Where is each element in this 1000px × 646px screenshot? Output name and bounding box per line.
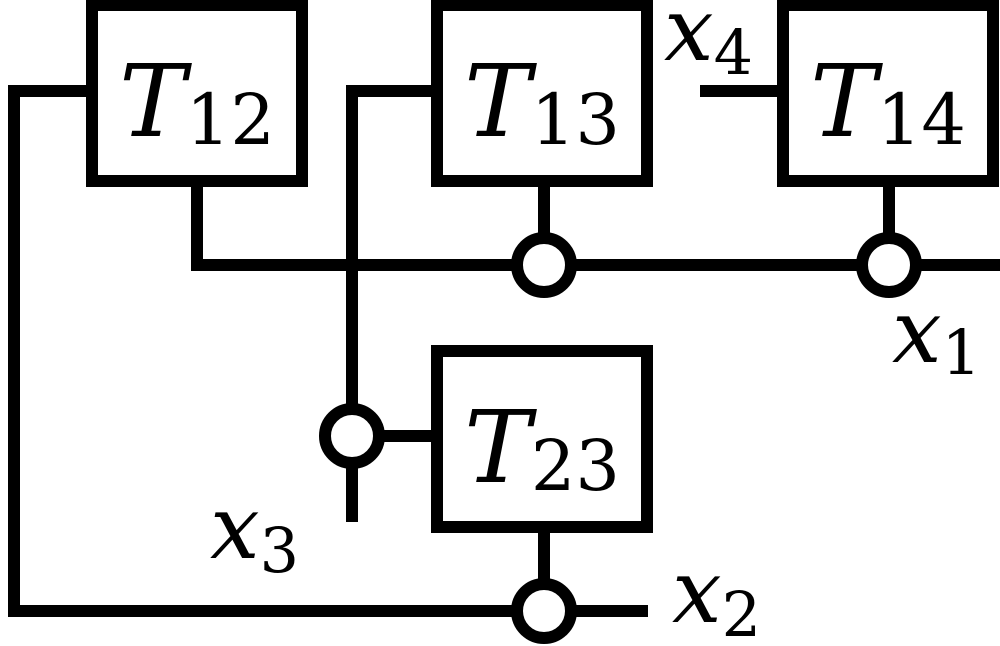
label-x3-symbol: x [210, 476, 260, 579]
label-t23: T23 [464, 389, 620, 507]
node-t23-x2 [511, 578, 577, 644]
nodes [319, 232, 922, 644]
label-t13: T13 [464, 43, 620, 161]
label-t14: T14 [810, 43, 966, 161]
label-t14-subscript: 14 [877, 79, 966, 161]
label-t12-subscript: 12 [186, 79, 275, 161]
node-t23-x3 [319, 403, 385, 469]
wire-x2 [8, 85, 648, 617]
label-x4-symbol: x [664, 0, 714, 81]
label-x2-symbol: x [672, 540, 722, 643]
label-t12: T12 [119, 43, 275, 161]
label-t23-subscript: 23 [531, 425, 620, 507]
wire-labels: x1 x2 x3 x4 [210, 0, 981, 646]
wires [8, 85, 1000, 617]
label-t13-subscript: 13 [531, 79, 620, 161]
label-x2: x2 [672, 540, 761, 646]
label-x2-subscript: 2 [722, 578, 761, 646]
label-t12-symbol: T [119, 43, 192, 160]
box-labels: T12 T13 T14 T23 [119, 43, 966, 507]
label-x4-subscript: 4 [714, 16, 753, 89]
label-t23-symbol: T [464, 389, 537, 506]
label-x1-symbol: x [892, 280, 942, 383]
wire-x3 [346, 85, 437, 522]
label-x3-subscript: 3 [260, 514, 299, 587]
box-t12 [86, 0, 308, 187]
node-t13-x1 [511, 232, 577, 298]
label-t14-symbol: T [810, 43, 883, 160]
box-t23 [431, 345, 653, 533]
box-t14 [777, 0, 999, 187]
label-t13-symbol: T [464, 43, 537, 160]
wire-x1 [191, 182, 1000, 271]
box-t13 [431, 0, 653, 187]
label-x3: x3 [210, 476, 299, 587]
label-x1-subscript: 1 [942, 316, 981, 389]
label-x1: x1 [892, 280, 981, 389]
boxes [86, 0, 999, 533]
label-x4: x4 [664, 0, 753, 89]
node-t14-x1 [856, 232, 922, 298]
